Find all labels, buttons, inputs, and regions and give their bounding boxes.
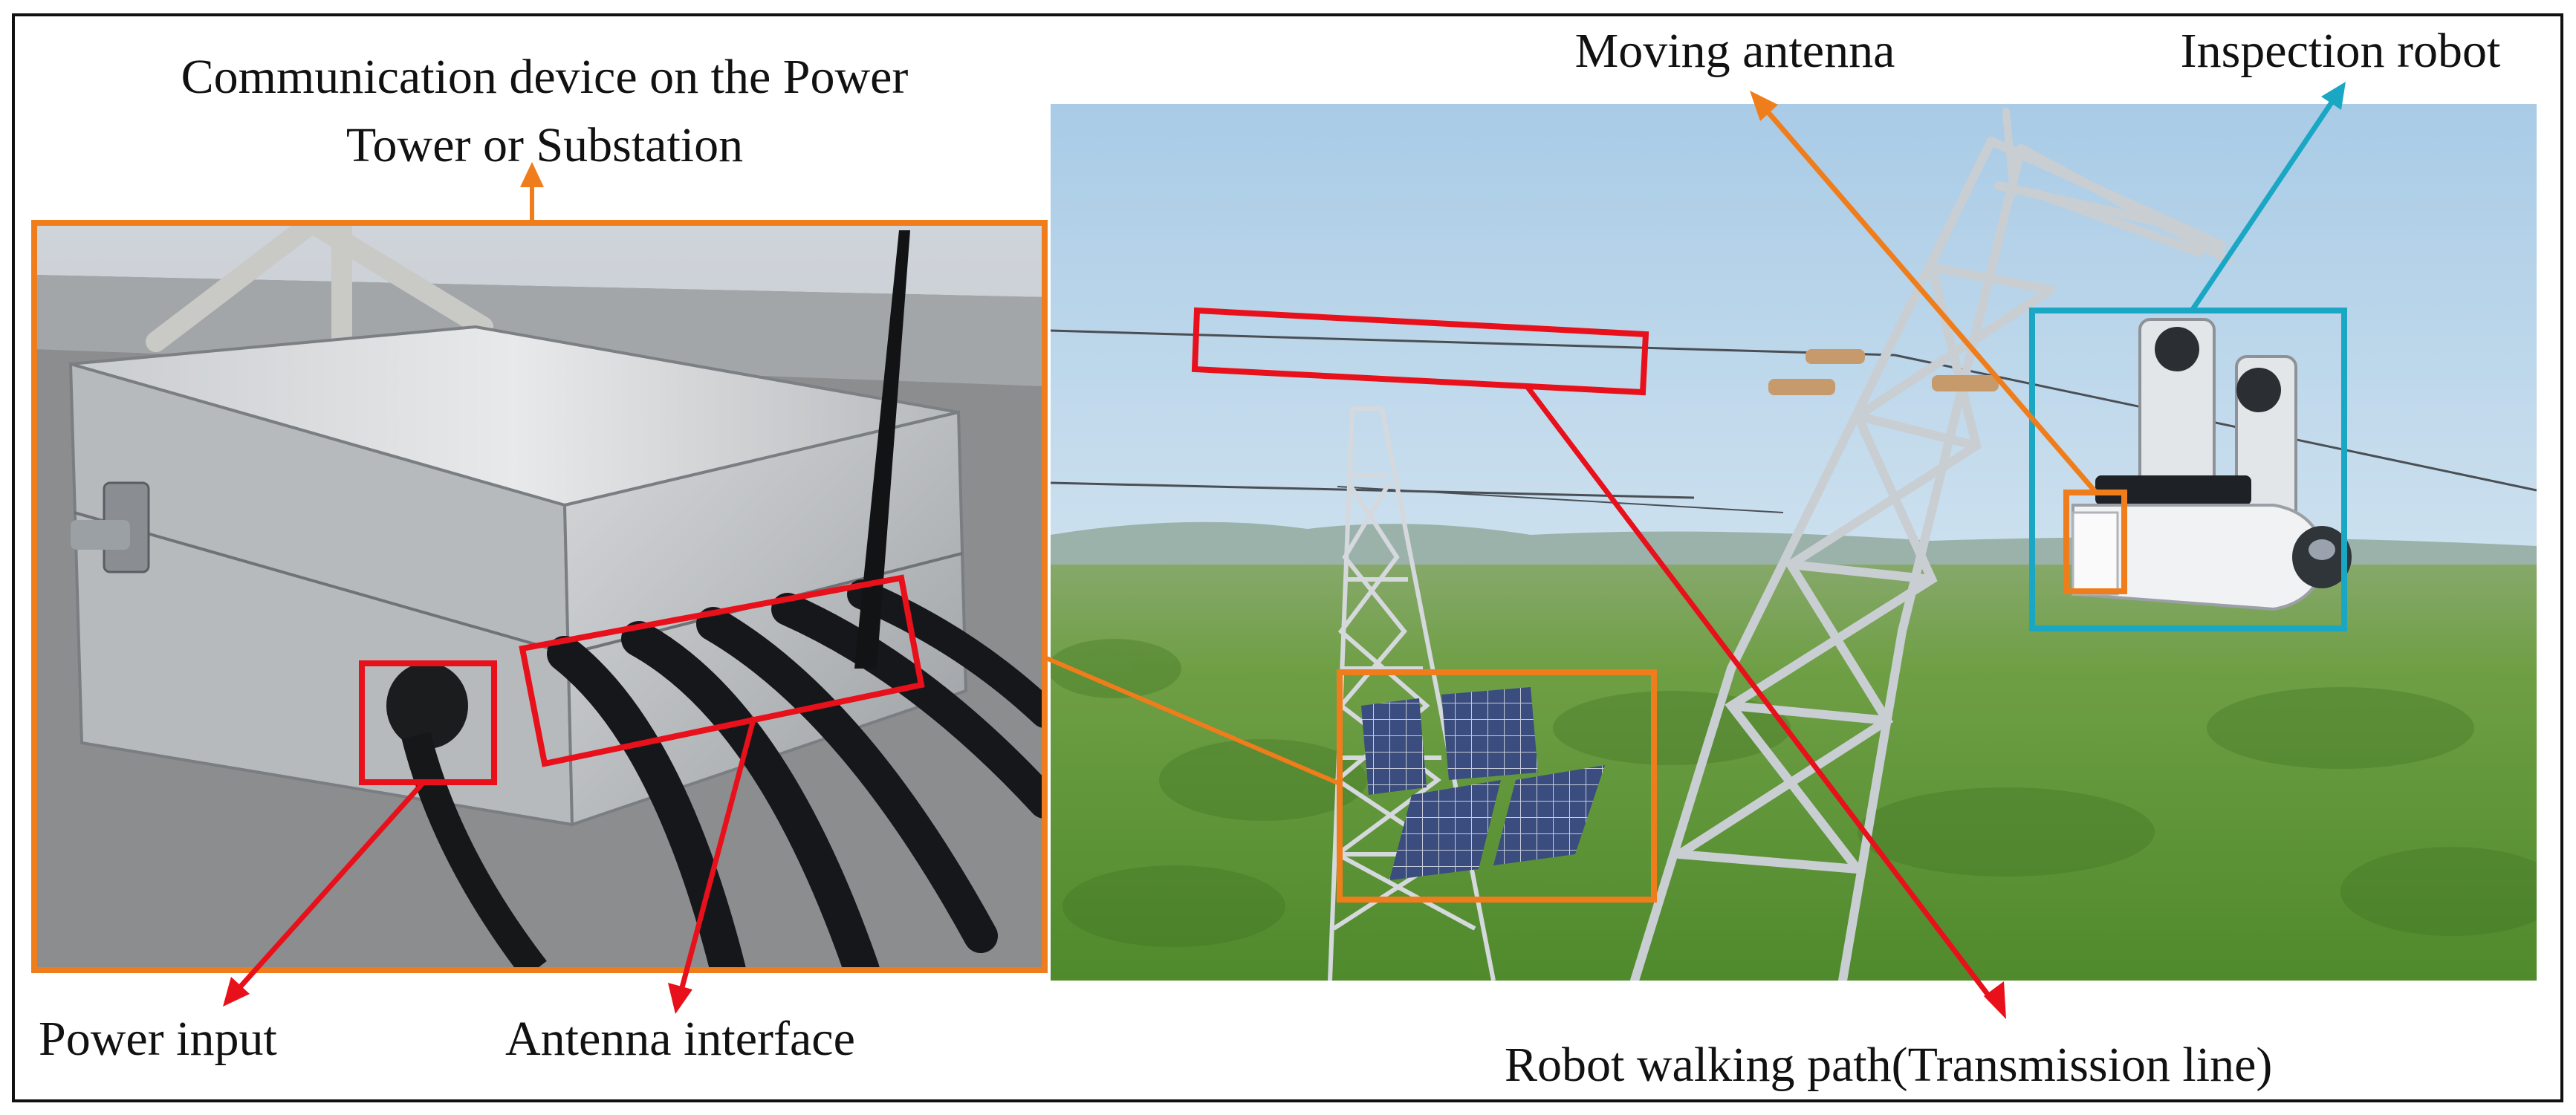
label-robot-path: Robot walking path(Transmission line) (1505, 1038, 2272, 1092)
inspection-robot-box (2029, 308, 2347, 631)
forest-texture (1051, 639, 2537, 947)
arrowhead-moving-antenna (1750, 91, 1778, 121)
power-connector (386, 663, 547, 970)
antenna-interface-box (519, 574, 925, 767)
arrowhead-inspection-robot (2321, 82, 2346, 110)
label-power-input: Power input (39, 1012, 277, 1066)
leader-inspection-robot (2190, 101, 2334, 312)
solar-panel-box (1337, 669, 1657, 903)
latches (71, 481, 150, 573)
device-antenna (854, 230, 910, 669)
label-comm-device-line1: Communication device on the Power (181, 50, 909, 104)
arrowhead-power-input (223, 977, 250, 1007)
arrowhead-device-title (520, 162, 544, 187)
leader-device-to-panels (1043, 655, 1341, 786)
arrowhead-robot-path (1984, 981, 2006, 1019)
solar-panels (1361, 687, 1605, 880)
transmission-line-box (1191, 307, 1649, 396)
leader-moving-antenna (1764, 108, 2098, 495)
insulators (1768, 349, 1999, 395)
power-input-box (359, 660, 497, 785)
device-photo (34, 223, 1045, 970)
label-comm-device-line2: Tower or Substation (346, 118, 743, 172)
device-highlight-box (31, 220, 1048, 973)
leader-power-input (237, 780, 426, 990)
robot-body (2071, 318, 2352, 611)
label-moving-antenna: Moving antenna (1575, 24, 1895, 78)
label-antenna-interface: Antenna interface (505, 1012, 855, 1066)
leader-robot-path (1525, 384, 1993, 1001)
device-box-side (562, 410, 968, 827)
tower-photo (1051, 104, 2537, 981)
leader-antenna-interface (678, 716, 757, 991)
label-inspection-robot: Inspection robot (2181, 24, 2501, 78)
forest (1051, 565, 2537, 981)
arrowhead-antenna-interface (668, 983, 692, 1014)
support-frame (146, 223, 493, 360)
